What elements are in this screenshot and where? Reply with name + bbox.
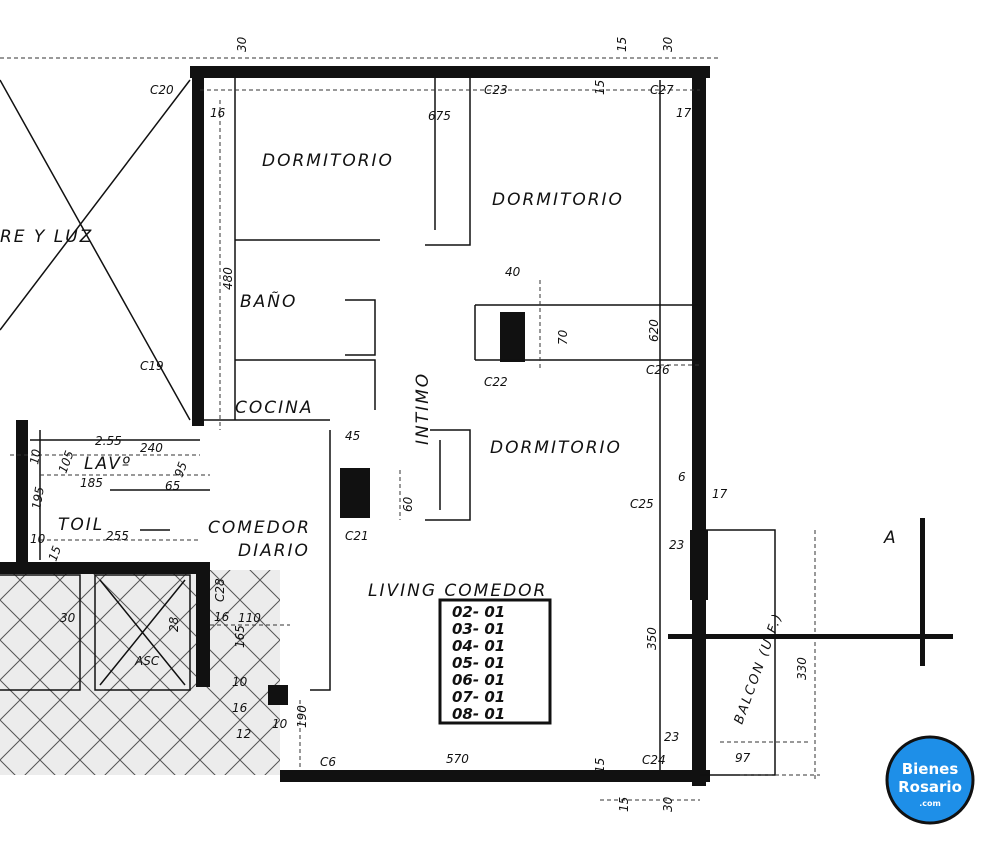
dimension-label: 45: [345, 429, 360, 443]
dimension-label: 2.55: [95, 434, 122, 448]
room-label-aire-luz: RE Y LUZ: [0, 227, 93, 247]
dimension-label: 10: [232, 675, 248, 689]
unit-item: 02- 01: [452, 603, 505, 621]
dimension-label: 10: [30, 532, 46, 546]
room-label-comedor: COMEDOR: [208, 518, 311, 538]
column-label: C20: [150, 83, 174, 97]
column-label: C6: [320, 755, 336, 769]
column-label: C19: [140, 359, 164, 373]
dimension-label: 570: [446, 752, 469, 766]
dimension-label: 30: [661, 36, 675, 52]
dimension-label: 23: [669, 538, 684, 552]
section-label: A: [883, 528, 898, 548]
room-label-diario: DIARIO: [238, 541, 310, 561]
unit-item: 08- 01: [452, 705, 505, 723]
column-label: C22: [484, 375, 508, 389]
column-label: C26: [646, 363, 670, 377]
dimension-label: 30: [60, 611, 76, 625]
dimension-label: .com: [919, 799, 941, 808]
room-label-dormitorio: DORMITORIO: [262, 151, 394, 171]
dimension-label: 15: [593, 758, 607, 773]
unit-item: 05- 01: [452, 654, 505, 672]
dimension-label: 60: [401, 496, 415, 512]
dimension-label: 15: [593, 80, 607, 95]
unit-item: 04- 01: [452, 637, 505, 655]
column-labels: C20 C23 C27 C19 C22 C26 C25 C21 C28 C6 C…: [140, 83, 674, 769]
dimension-label: 190: [295, 705, 309, 728]
dimension-label: 30: [661, 796, 675, 812]
hatched-common-area: [0, 570, 280, 775]
dimension-label: 350: [645, 627, 659, 650]
dimension-label: 28: [167, 616, 181, 632]
dimension-label: 185: [80, 476, 103, 490]
dimension-label: 480: [221, 267, 235, 290]
room-label-bano: BAÑO: [240, 290, 297, 312]
walls: [0, 66, 710, 786]
dimension-label: 10: [272, 717, 288, 731]
column-label: C23: [484, 83, 508, 97]
room-label-toilette: TOIL: [58, 515, 104, 535]
room-label-balcon: BALCON (U.F.): [732, 610, 786, 726]
dimension-label: Rosario: [898, 778, 962, 796]
room-label-living: LIVING COMEDOR: [368, 581, 547, 601]
dimension-label: 620: [647, 319, 661, 342]
dimension-label: 675: [428, 109, 451, 123]
dimension-label: 17: [712, 487, 728, 501]
room-label-dormitorio: DORMITORIO: [492, 190, 624, 210]
room-label-lavadero: LAVº: [84, 454, 132, 474]
light-well-cross: [0, 79, 191, 421]
dimension-labels: 30 15 30 15 675 16 17 480 40 70 620 45 6…: [27, 36, 809, 812]
column-label: C27: [650, 83, 674, 97]
column-label: C25: [630, 497, 654, 511]
unit-list-box: [438, 598, 552, 725]
dimension-label: 105: [56, 449, 77, 475]
dimension-label: 195: [29, 486, 47, 511]
dimension-label: 15: [617, 797, 631, 812]
dimension-label: 240: [140, 441, 163, 455]
dimension-label: 17: [676, 106, 692, 120]
dimension-label: 16: [210, 106, 226, 120]
room-label-dormitorio: DORMITORIO: [490, 438, 622, 458]
dimension-label: 10: [27, 448, 44, 466]
dimension-label: 40: [505, 265, 521, 279]
dimension-lines: [0, 57, 820, 801]
dimension-label: 30: [235, 36, 249, 52]
elevator-label: ASC: [134, 654, 160, 668]
bienes-rosario-logo[interactable]: Bienes Rosario .com: [885, 735, 975, 825]
dimension-label: 15: [46, 544, 64, 563]
dimension-label: 65: [165, 479, 180, 493]
dimension-label: 6: [678, 470, 686, 484]
dimension-label: 165: [233, 625, 247, 648]
dimension-label: 12: [236, 727, 251, 741]
column-label: C24: [642, 753, 666, 767]
unit-item: 03- 01: [452, 620, 505, 638]
dimension-label: 97: [735, 751, 751, 765]
dimension-label: 16: [214, 610, 230, 624]
dimension-label: 95: [172, 460, 190, 479]
column-label: C21: [345, 529, 369, 543]
dimension-label: 23: [664, 730, 679, 744]
room-label-cocina: COCINA: [235, 398, 313, 418]
dimension-label: 16: [232, 701, 248, 715]
dimension-label: 330: [795, 657, 809, 680]
dimension-label: 15: [615, 37, 629, 52]
dimension-label: 110: [238, 611, 261, 625]
unit-item: 07- 01: [452, 688, 505, 706]
partitions: [0, 78, 776, 776]
column-label: C28: [213, 578, 227, 602]
section-line-a: [668, 518, 953, 666]
room-label-intimo: INTIMO: [413, 372, 433, 445]
dimension-label: 255: [106, 529, 129, 543]
dimension-label: Bienes: [902, 760, 959, 778]
dimension-label: 70: [556, 329, 570, 345]
unit-item: 06- 01: [452, 671, 505, 689]
unit-list: 02- 01 03- 01 04- 01 05- 01 06- 01 07- 0…: [452, 603, 505, 723]
